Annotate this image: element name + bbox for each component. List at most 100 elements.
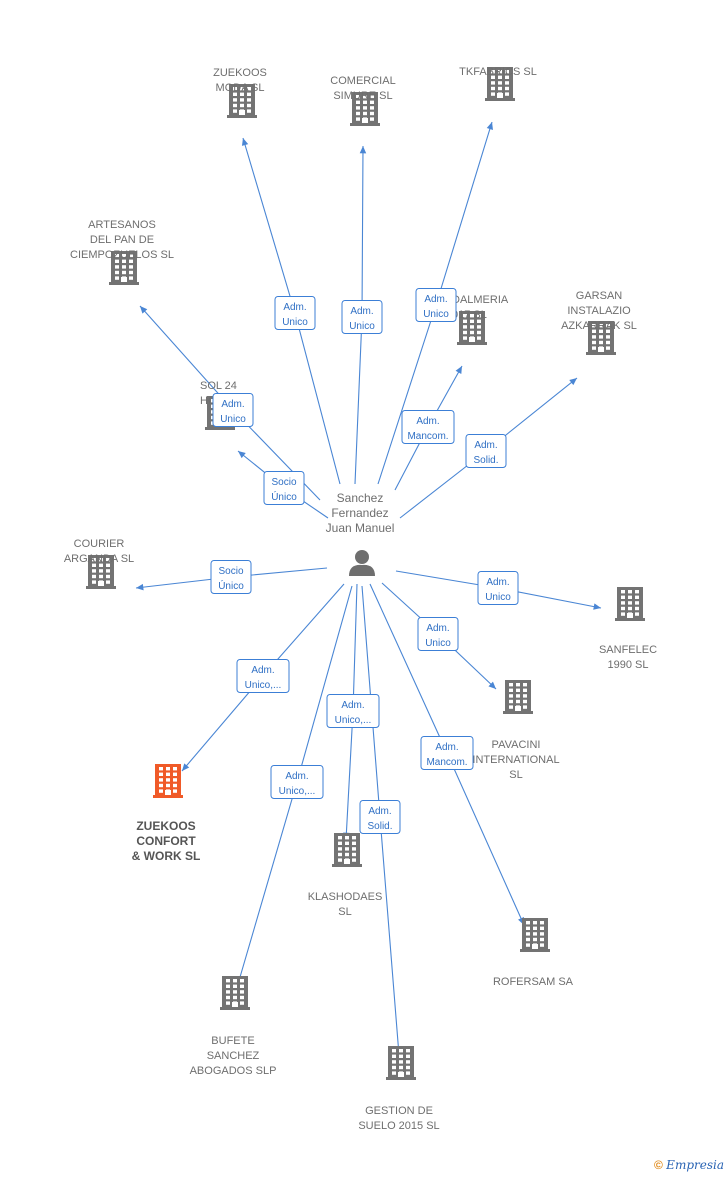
company-label-line: ZUEKOOS <box>136 819 195 833</box>
relation-box-rofersam[interactable]: Adm.Mancom. <box>420 736 474 770</box>
company-label-garsan[interactable]: GARSAN INSTALAZIO AZKARRAK SL <box>561 290 637 332</box>
relation-box-gestion[interactable]: Adm.Solid. <box>359 800 401 834</box>
building-icon-artesanos[interactable] <box>109 251 139 285</box>
building-icon-gestion[interactable] <box>386 1046 416 1080</box>
relation-label: Unico <box>220 414 246 425</box>
person-name-line: Juan Manuel <box>326 521 395 535</box>
relation-label: Adm. <box>424 294 447 305</box>
relation-label: Adm. <box>368 806 391 817</box>
company-label-line: INTERNATIONAL <box>472 754 559 766</box>
relation-box-tkfabrics[interactable]: Adm. Unico <box>415 288 457 322</box>
relation-label: Adm. <box>350 306 373 317</box>
relation-label: Adm. <box>283 302 306 313</box>
relation-label: Adm. <box>416 416 439 427</box>
company-label-zuekoos-moda[interactable]: ZUEKOOS MODA SL <box>213 67 267 94</box>
relation-box-sanfelec[interactable]: Adm.Unico <box>477 571 519 605</box>
company-label-line: COURIER <box>74 538 125 550</box>
relation-box-artesanos[interactable]: Adm. Unico <box>212 393 254 427</box>
company-label-line: PAVACINI <box>492 739 541 751</box>
arrowhead-comercial-simure <box>359 146 367 154</box>
relation-label: Socio <box>271 477 296 488</box>
arrowhead-zuekoos-moda <box>241 138 249 146</box>
relation-label: Adm. <box>251 665 274 676</box>
arrowhead-dalmeria <box>455 366 462 374</box>
relation-label: Adm. <box>341 700 364 711</box>
building-icon-courier[interactable] <box>86 555 116 589</box>
relation-label: Adm. <box>435 742 458 753</box>
relation-label: Unico <box>349 321 375 332</box>
building-icon-rofersam[interactable] <box>520 918 550 952</box>
relation-label: Socio <box>218 566 243 577</box>
building-icon-klashodaes[interactable] <box>332 833 362 867</box>
building-icon-sanfelec[interactable] <box>615 587 645 621</box>
person-name-line: Sanchez <box>337 491 384 505</box>
person-icon[interactable] <box>349 550 375 576</box>
building-icon-garsan[interactable] <box>586 321 616 355</box>
company-label-line: ROFERSAM SA <box>493 976 574 988</box>
company-label-rofersam[interactable]: ROFERSAM SA <box>493 976 574 988</box>
relation-label: Unico <box>425 638 451 649</box>
company-label-line: & WORK SL <box>132 849 201 863</box>
relation-box-zuekoos-confort[interactable]: Adm. Unico,... <box>236 659 290 693</box>
relation-label: Adm. <box>221 399 244 410</box>
company-label-tkfabrics[interactable]: TKFABRICS SL <box>459 66 537 78</box>
person-name-line: Fernandez <box>331 506 388 520</box>
building-icon-zuekoos-moda[interactable] <box>227 84 257 118</box>
building-icon-pavacini[interactable] <box>503 680 533 714</box>
relation-label: Unico <box>423 309 449 320</box>
building-icon-dalmeria[interactable] <box>457 311 487 345</box>
brand-logo: Empresia <box>666 1158 724 1172</box>
relation-box-garsan[interactable]: Adm. Solid. <box>465 434 507 468</box>
company-label-line: INSTALAZIO <box>567 305 631 317</box>
company-label-line: AZKARRAK SL <box>561 320 637 332</box>
company-label-line: 1990 SL <box>608 659 649 671</box>
copyright-footer[interactable]: © Empresia <box>654 1158 724 1172</box>
relation-label: Mancom. <box>407 431 448 442</box>
company-label-line: GARSAN <box>576 290 623 302</box>
company-label-line: MODA SL <box>216 82 265 94</box>
relation-box-pavacini[interactable]: Adm.Unico <box>417 617 459 651</box>
relation-box-comercial-simure[interactable]: Adm. Unico <box>341 300 383 334</box>
building-icon-tkfabrics[interactable] <box>485 67 515 101</box>
arrowhead-sol24 <box>238 451 246 459</box>
relation-label: Adm. <box>486 577 509 588</box>
building-icon-bufete[interactable] <box>220 976 250 1010</box>
company-label-line: COMERCIAL <box>330 75 395 87</box>
arrowhead-courier <box>136 583 144 591</box>
relation-label: Adm. <box>474 440 497 451</box>
arrowhead-garsan <box>569 378 577 386</box>
company-label-line: 017 SL <box>452 309 487 321</box>
company-label-line: CONFORT <box>136 834 196 848</box>
building-icon-comercial-simure[interactable] <box>350 92 380 126</box>
building-icon-zuekoos-confort[interactable] <box>153 764 183 798</box>
relation-label: Unico,... <box>245 680 282 691</box>
relation-label: Unico,... <box>279 786 316 797</box>
company-label-line: ZUEKOOS <box>213 67 267 79</box>
company-label-courier[interactable]: COURIER ARGANDA SL <box>64 538 134 565</box>
relation-box-bufete[interactable]: Adm.Unico,... <box>270 765 324 799</box>
arrowhead-artesanos <box>140 306 148 314</box>
relation-box-dalmeria[interactable]: Adm. Mancom. <box>401 410 455 444</box>
company-label-line: ARGANDA SL <box>64 553 134 565</box>
arrowhead-pavacini <box>488 681 496 689</box>
relation-box-klashodaes[interactable]: Adm.Unico,... <box>326 694 380 728</box>
company-label-line: SL <box>338 906 351 918</box>
arrowhead-tkfabrics <box>486 122 493 130</box>
arrowhead-zuekoos-confort <box>182 763 190 771</box>
relation-label: Único <box>218 579 244 592</box>
relation-box-zuekoos-moda[interactable]: Adm.Unico <box>274 296 316 330</box>
relation-label: Solid. <box>473 455 498 466</box>
company-label-line: DEL PAN DE <box>90 234 154 246</box>
